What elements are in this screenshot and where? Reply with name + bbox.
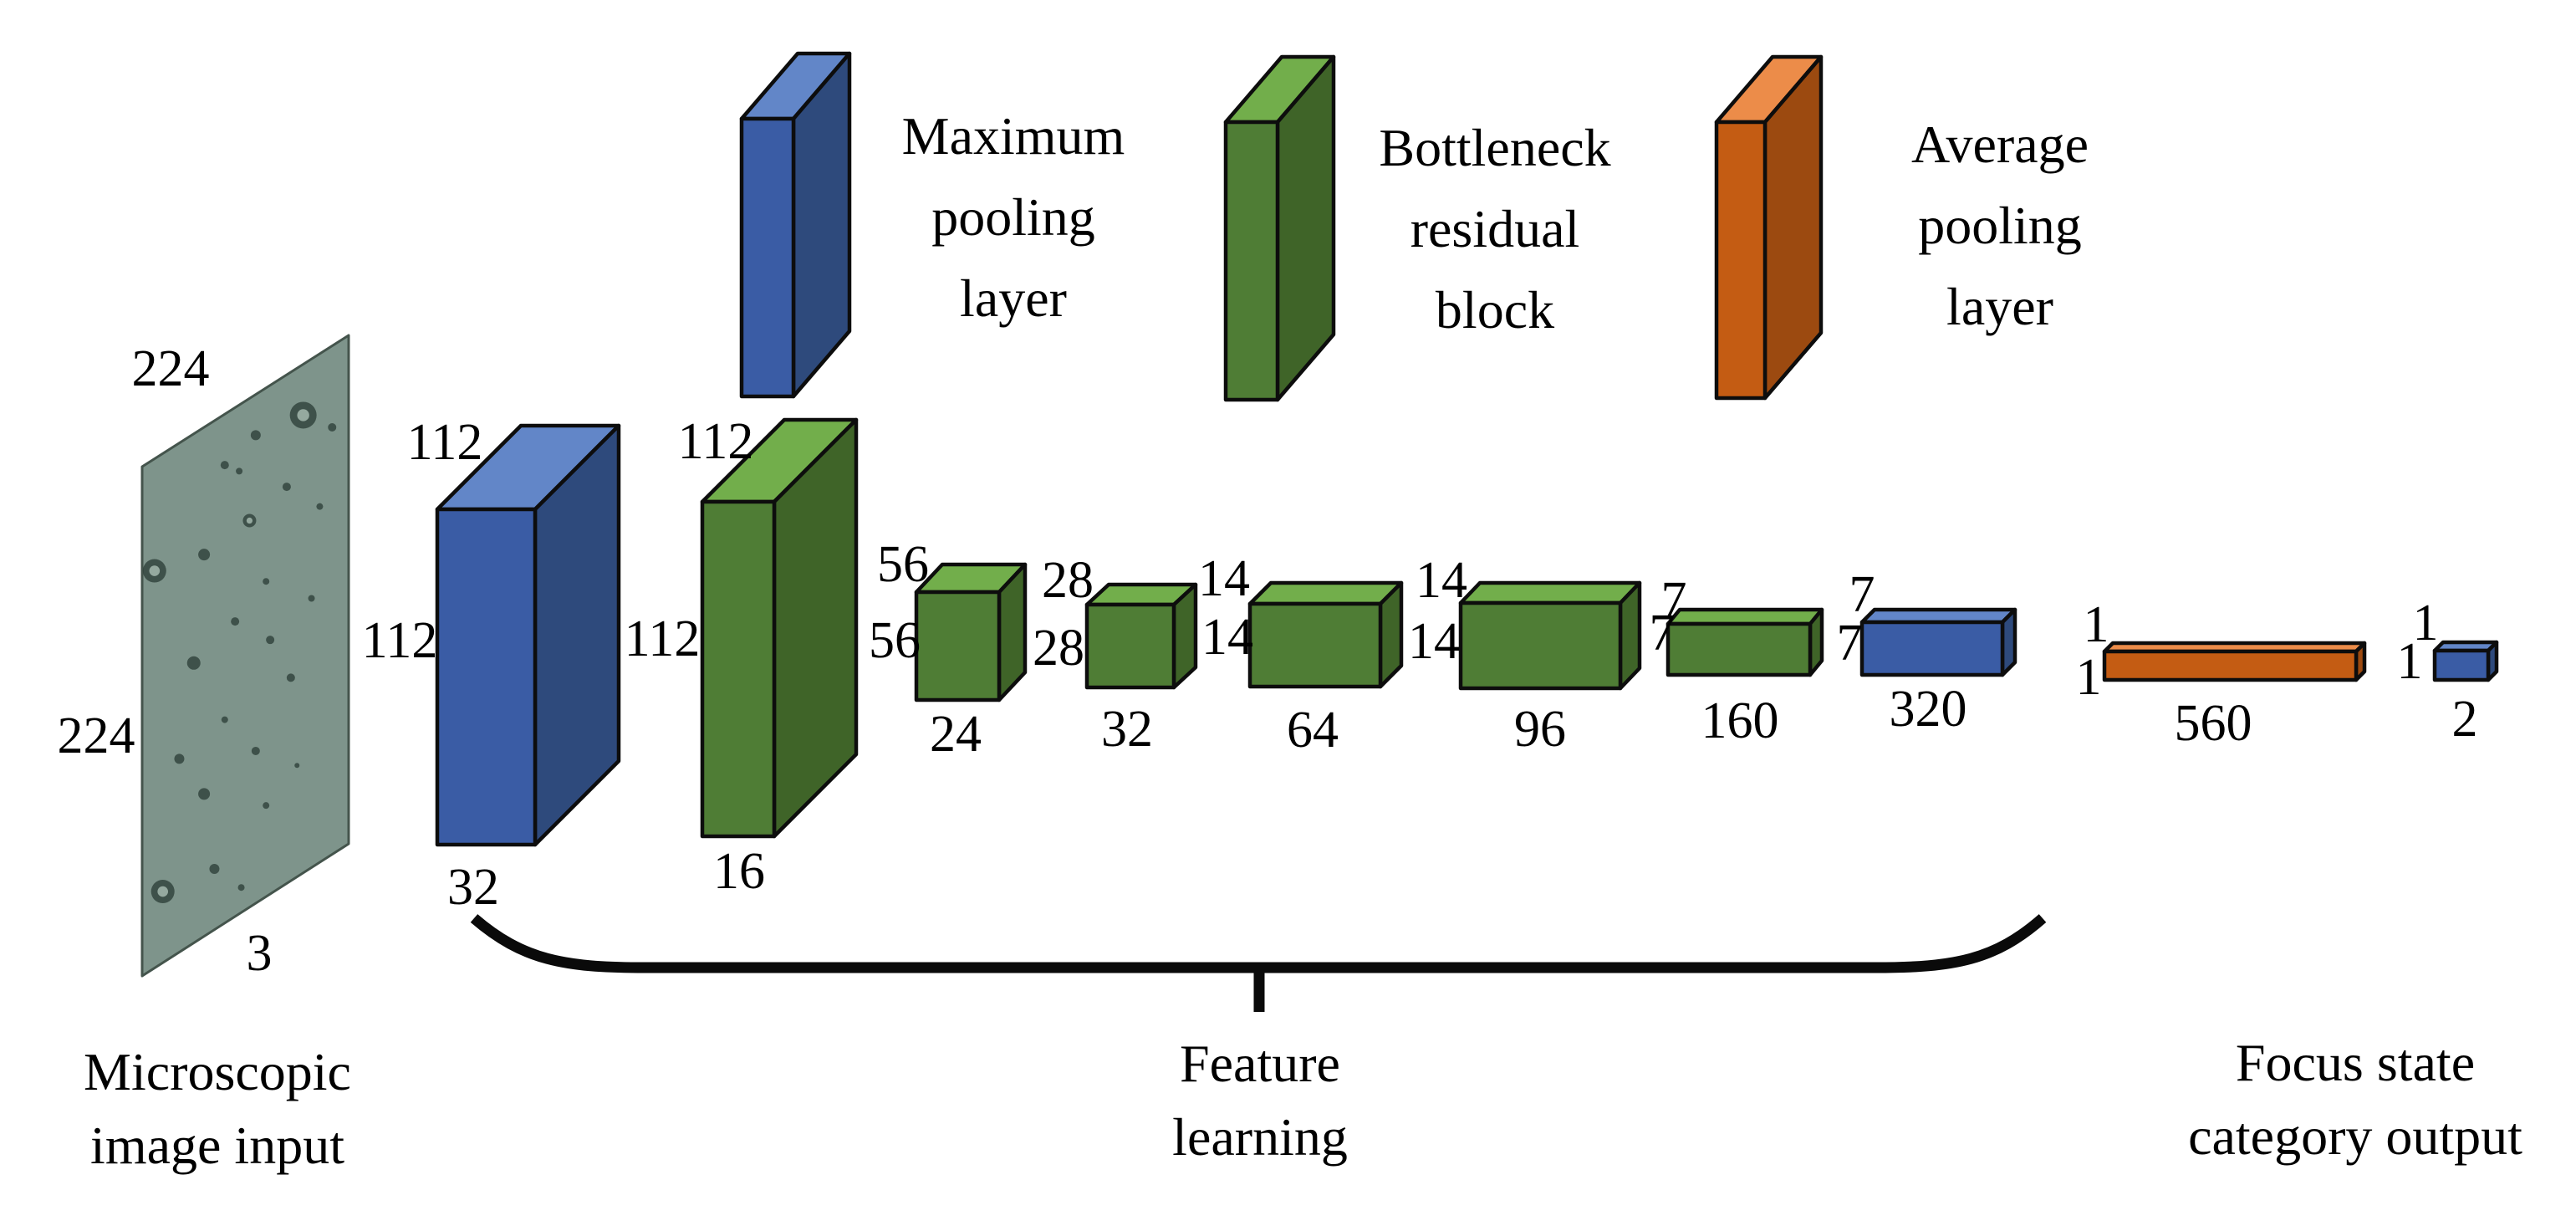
legend-line: Maximum xyxy=(901,106,1125,166)
caption-line: image input xyxy=(90,1116,344,1175)
dimension-label: 32 xyxy=(1101,701,1153,758)
dimension-label: 16 xyxy=(713,843,765,900)
dimension-label: 1 xyxy=(2412,595,2439,651)
legend-max-pooling-box xyxy=(739,51,852,399)
legend-line: pooling xyxy=(931,187,1095,247)
caption-feature-learning: Feature learning xyxy=(1172,1027,1348,1174)
dimension-label: 112 xyxy=(406,414,483,471)
caption-focus-state-category-output: Focus state category output xyxy=(2188,1026,2522,1173)
legend-line: layer xyxy=(960,268,1067,328)
caption-line: category output xyxy=(2188,1106,2522,1166)
legend-average-pooling-box xyxy=(1714,54,1824,401)
bottleneck-112x112x16 xyxy=(700,417,859,839)
dimension-label: 56 xyxy=(869,612,921,669)
dimension-label: 224 xyxy=(131,340,210,397)
output-1x1x2 xyxy=(2432,640,2499,682)
dimension-label: 2 xyxy=(2451,691,2478,748)
legend-line: layer xyxy=(1946,277,2053,336)
dimension-label: 7 xyxy=(1849,566,1875,623)
caption-line: Feature xyxy=(1180,1034,1340,1093)
legend-line: residual xyxy=(1410,199,1580,258)
microscopic-image-plane xyxy=(140,334,350,978)
legend-label-bottleneck: Bottleneck residual block xyxy=(1379,107,1610,350)
dimension-label: 320 xyxy=(1889,681,1967,738)
maxpool-112x112x32 xyxy=(435,423,621,847)
legend-line: block xyxy=(1435,280,1555,340)
dimension-label: 7 xyxy=(1836,615,1863,672)
bottleneck-7x7x160 xyxy=(1665,607,1824,677)
dimension-label: 112 xyxy=(624,610,701,667)
caption-line: Focus state xyxy=(2235,1033,2476,1092)
dimension-label: 1 xyxy=(2083,596,2109,653)
dimension-label: 28 xyxy=(1042,552,1094,609)
feature-learning-brace xyxy=(470,914,2047,1012)
dimension-label: 1 xyxy=(2396,633,2423,690)
dimension-label: 24 xyxy=(930,706,982,763)
dimension-label: 14 xyxy=(1408,613,1460,670)
caption-microscopic-image-input: Microscopic image input xyxy=(84,1035,351,1183)
dimension-label: 14 xyxy=(1198,550,1250,607)
caption-line: Microscopic xyxy=(84,1042,351,1101)
legend-line: Average xyxy=(1911,115,2089,174)
legend-line: Bottleneck xyxy=(1379,118,1611,177)
bottleneck-14x14x64 xyxy=(1247,580,1404,689)
dimension-label: 160 xyxy=(1701,692,1779,749)
dimension-label: 56 xyxy=(877,536,929,593)
dimension-label: 14 xyxy=(1201,609,1253,666)
dimension-label: 64 xyxy=(1287,702,1339,759)
dimension-label: 560 xyxy=(2174,695,2252,752)
caption-line: learning xyxy=(1172,1107,1348,1167)
bottleneck-14x14x96 xyxy=(1458,580,1642,691)
dimension-label: 14 xyxy=(1416,552,1467,609)
dimension-label: 224 xyxy=(57,708,135,764)
dimension-label: 32 xyxy=(447,859,499,916)
dimension-label: 1 xyxy=(2075,649,2102,706)
legend-bottleneck-box xyxy=(1223,54,1336,402)
dimension-label: 28 xyxy=(1033,620,1084,677)
bottleneck-28x28x32 xyxy=(1084,582,1198,690)
dimension-label: 96 xyxy=(1514,701,1566,758)
dimension-label: 3 xyxy=(246,925,273,982)
legend-line: pooling xyxy=(1918,196,2082,255)
maxpool-7x7x320 xyxy=(1859,607,2017,677)
dimension-label: 112 xyxy=(361,612,438,669)
legend-label-max-pooling: Maximum pooling layer xyxy=(902,95,1125,339)
dimension-label: 112 xyxy=(677,413,754,470)
legend-label-average-pooling: Average pooling layer xyxy=(1911,104,2089,347)
avgpool-1x1x560 xyxy=(2102,641,2367,682)
dimension-label: 7 xyxy=(1649,605,1676,662)
dimension-label: 7 xyxy=(1660,572,1687,629)
bottleneck-56x56x24 xyxy=(914,562,1028,702)
